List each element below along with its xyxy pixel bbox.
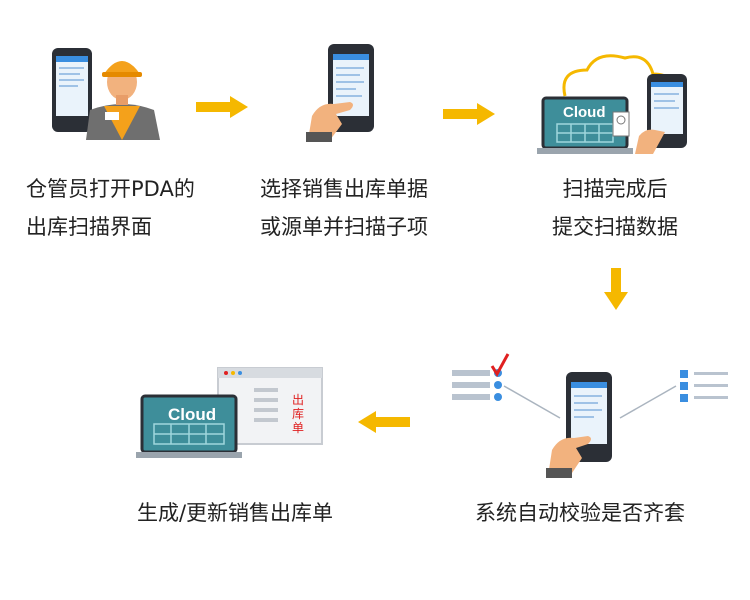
- arrow-left: [358, 411, 410, 433]
- step3-caption: 扫描完成后 提交扫描数据: [540, 170, 690, 246]
- arrow-right-1: [196, 96, 248, 118]
- step2-line2: 或源单并扫描子项: [260, 215, 428, 239]
- step5-caption: 生成/更新销售出库单: [110, 494, 360, 532]
- step5-line1: 生成/更新销售出库单: [136, 501, 334, 525]
- cloud-laptop-illustration: [537, 54, 687, 154]
- step4-caption: 系统自动校验是否齐套: [455, 494, 705, 532]
- arrow-down: [604, 268, 628, 310]
- hand-holding-pda-illustration: [306, 44, 374, 142]
- cloud-label-step5: Cloud: [168, 405, 217, 424]
- step3-line1: 扫描完成后: [562, 177, 668, 201]
- step1-line2: 出库扫描界面: [26, 215, 152, 239]
- step1-line1: 仓管员打开PDA的: [26, 177, 195, 201]
- step4-line1: 系统自动校验是否齐套: [475, 501, 685, 525]
- cloud-label-step3: Cloud: [563, 104, 606, 121]
- auto-verify-illustration: [452, 353, 728, 478]
- step2-line1: 选择销售出库单据: [260, 177, 428, 201]
- cloud-document-illustration: [136, 367, 323, 458]
- step1-caption: 仓管员打开PDA的 出库扫描界面: [26, 170, 195, 246]
- step3-line2: 提交扫描数据: [552, 215, 678, 239]
- check-mark-icon: [490, 353, 510, 377]
- arrow-right-2: [443, 103, 495, 125]
- worker-with-pda-illustration: [52, 48, 160, 140]
- step2-caption: 选择销售出库单据 或源单并扫描子项: [260, 170, 428, 246]
- document-label: 出库单: [292, 393, 305, 435]
